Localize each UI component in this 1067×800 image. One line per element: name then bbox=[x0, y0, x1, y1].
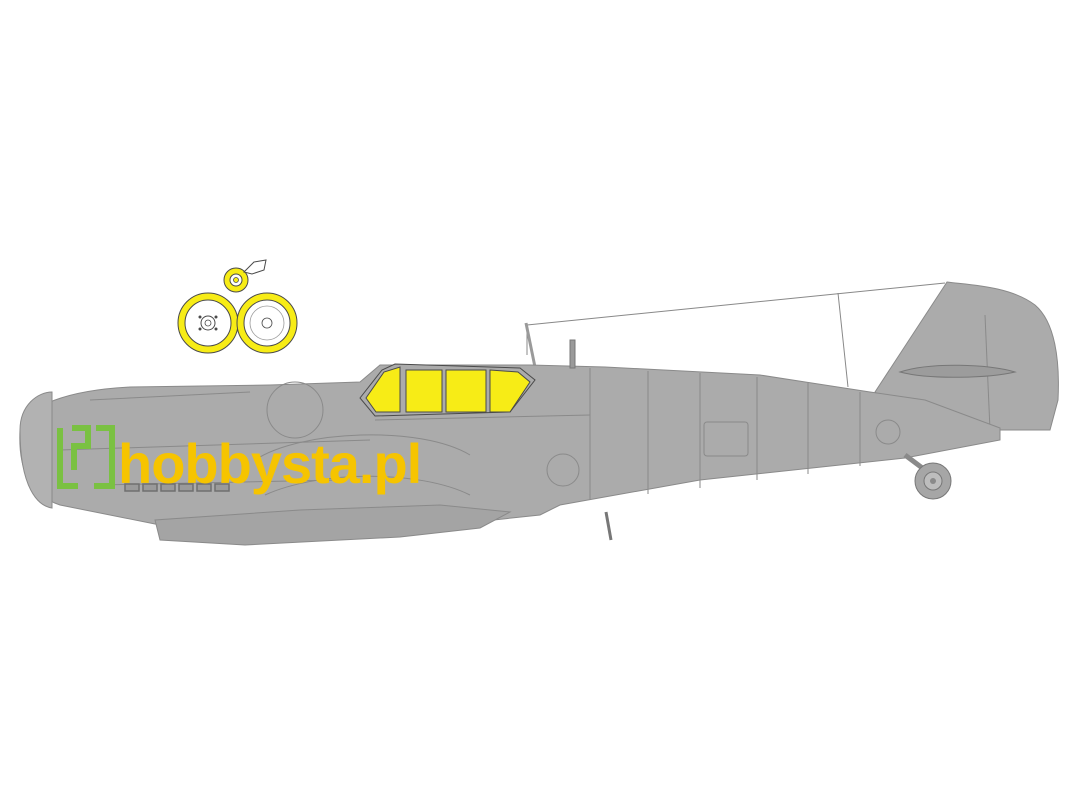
fuselage bbox=[19, 339, 1001, 546]
watermark-text: hobbysta.pl bbox=[118, 432, 421, 495]
main-wheel-mask-left bbox=[177, 292, 239, 354]
tail-wheel bbox=[903, 453, 952, 500]
wheel-masks bbox=[177, 259, 298, 354]
watermark-mark-icon bbox=[57, 425, 115, 489]
tail-fin bbox=[874, 281, 1059, 431]
canopy-mask bbox=[359, 363, 536, 417]
antenna-wire bbox=[524, 282, 946, 388]
tail-wheel-mask bbox=[223, 259, 267, 293]
watermark-logo: hobbysta.pl bbox=[57, 425, 422, 495]
main-wheel-mask-right bbox=[236, 292, 298, 354]
